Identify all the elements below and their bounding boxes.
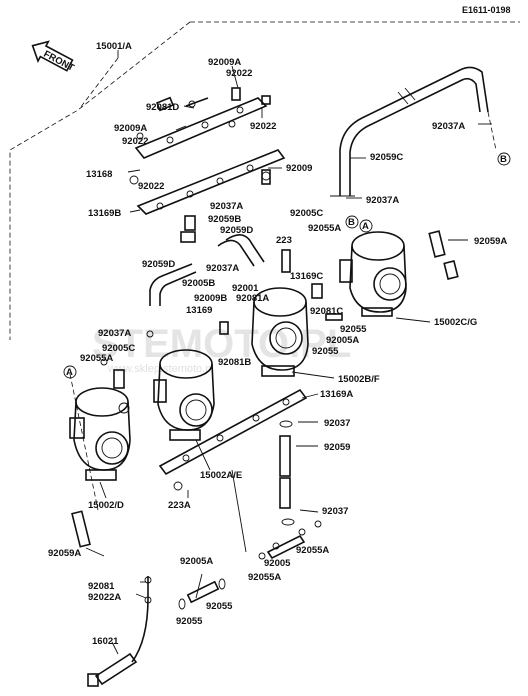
gasket-13169a <box>158 388 308 476</box>
label-92081c: 92081C <box>310 306 343 317</box>
label-92001: 92001 <box>232 283 259 294</box>
carburetor-15002ae <box>153 349 215 441</box>
callout-a-left-text: A <box>66 367 73 378</box>
label-92059d-up: 92059D <box>220 225 253 236</box>
label-92055-b1: 92055 <box>206 601 233 612</box>
callouts: B B A A <box>63 152 511 379</box>
label-223: 223 <box>276 235 292 246</box>
label-92009b: 92009B <box>194 293 227 304</box>
label-92009a-left: 92009A <box>114 123 147 134</box>
callout-a-mid <box>359 219 373 233</box>
carburetor-15002d <box>69 387 131 481</box>
label-92022-top: 92022 <box>226 68 252 79</box>
callout-b-mid-text: B <box>348 217 355 228</box>
fuel-rail-13168 <box>134 87 271 159</box>
hose-92005a-bottom <box>178 578 226 610</box>
label-92059-r: 92059 <box>324 442 350 453</box>
label-223a: 223A <box>168 500 191 511</box>
label-92059d: 92059D <box>142 259 175 270</box>
label-92037a-c: 92037A <box>210 201 243 212</box>
label-92081: 92081 <box>88 581 115 592</box>
diagram-code: E1611-0198 <box>462 5 511 15</box>
label-92022-right: 92022 <box>250 121 276 132</box>
small-fittings <box>100 100 343 604</box>
label-92055: 92055 <box>340 324 367 335</box>
label-15002bf: 15002B/F <box>338 374 380 385</box>
label-92037-b: 92037 <box>322 506 348 517</box>
callout-b-mid <box>345 215 359 229</box>
label-92005a: 92005A <box>326 335 359 346</box>
label-92055-b2: 92055 <box>176 616 203 627</box>
label-13168: 13168 <box>86 169 112 180</box>
callout-b-top <box>497 152 511 166</box>
label-92037a-top: 92037A <box>432 121 465 132</box>
cable-16021 <box>87 576 152 687</box>
label-92005b: 92005B <box>182 278 215 289</box>
label-92037a-l: 92037A <box>98 328 131 339</box>
label-13169c: 13169C <box>290 271 323 282</box>
label-92037a-d: 92037A <box>206 263 239 274</box>
label-92009a-top: 92009A <box>208 57 241 68</box>
label-92009: 92009 <box>286 163 312 174</box>
label-15002ae: 15002A/E <box>200 470 242 481</box>
label-16021: 16021 <box>92 636 119 647</box>
label-92055a-bl: 92055A <box>248 572 281 583</box>
label-92081a: 92081A <box>236 293 269 304</box>
front-arrow-icon: FRONT <box>31 40 76 74</box>
label-13169: 13169 <box>186 305 212 316</box>
label-92037a-mid: 92037A <box>366 195 399 206</box>
label-92059c: 92059C <box>370 152 403 163</box>
label-92022-low: 92022 <box>138 181 164 192</box>
label-92022a: 92022A <box>88 592 121 603</box>
label-15002cg: 15002C/G <box>434 317 477 328</box>
part-labels: 15001/A 92009A 92022 92081D 92009A 92022… <box>48 41 507 647</box>
hose-92059a-right <box>428 230 459 280</box>
label-92005c-l: 92005C <box>102 343 135 354</box>
label-92005-b: 92005 <box>264 558 291 569</box>
hose-92059c <box>330 66 497 197</box>
carburetor-15002bf <box>251 287 309 377</box>
label-92055a-b: 92055A <box>296 545 329 556</box>
label-92081b: 92081B <box>218 357 251 368</box>
carburetor-15002cg <box>339 231 407 317</box>
label-92055-2: 92055 <box>312 346 339 357</box>
label-92081d: 92081D <box>146 102 179 113</box>
label-92005c-r: 92005C <box>290 208 323 219</box>
hose-92059 <box>266 420 306 560</box>
label-13169b: 13169B <box>88 208 121 219</box>
callout-a-left <box>63 365 77 379</box>
callout-a-mid-text: A <box>362 221 369 232</box>
label-15002d: 15002/D <box>88 500 124 511</box>
label-13169a: 13169A <box>320 389 353 400</box>
label-92059b: 92059B <box>208 214 241 225</box>
label-92022-left: 92022 <box>122 136 148 147</box>
assembly-boundary <box>9 21 520 340</box>
label-92055a-r: 92055A <box>308 223 341 234</box>
callout-b-top-text: B <box>500 154 507 165</box>
label-92055a-l: 92055A <box>80 353 113 364</box>
label-92059a-l: 92059A <box>48 548 81 559</box>
label-92037-r: 92037 <box>324 418 350 429</box>
label-92059a-r: 92059A <box>474 236 507 247</box>
label-92005a-b: 92005A <box>180 556 213 567</box>
hose-92059a-left <box>69 373 99 548</box>
leader-lines <box>85 50 492 655</box>
hose-92059d <box>149 234 265 306</box>
label-15001a: 15001/A <box>96 41 132 52</box>
gasket-13169b <box>136 149 286 215</box>
